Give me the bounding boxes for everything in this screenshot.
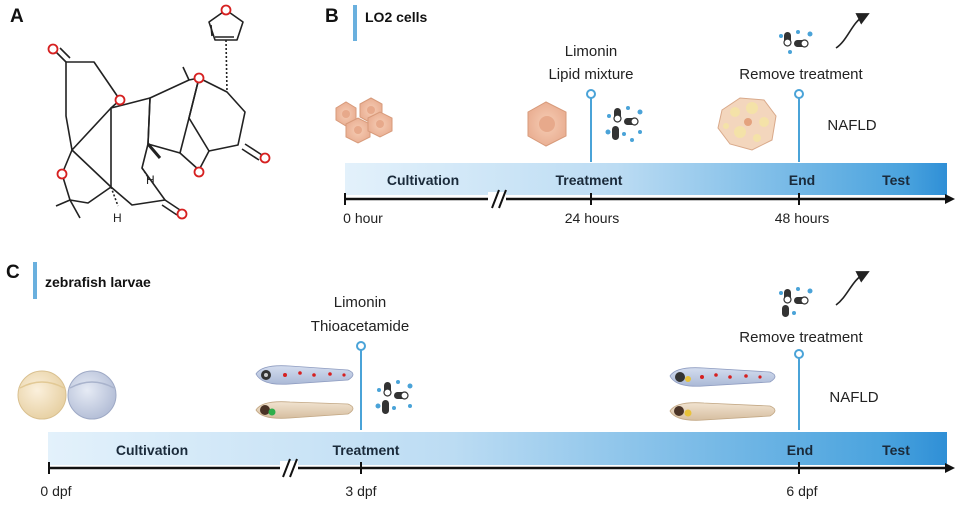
panel-c-tick-label-6: 6 dpf <box>786 483 817 499</box>
limonin-structure <box>55 9 263 219</box>
oxygen-atoms <box>47 4 271 220</box>
drug-capsules-icon-treatment-c <box>375 380 413 414</box>
panel-c-treatment-line2: Thioacetamide <box>311 318 409 335</box>
panel-b-stage-end: End <box>789 172 815 188</box>
panel-c-timeline-band <box>48 432 947 465</box>
curved-arrow-icon <box>835 13 870 49</box>
panel-b-remove-label: Remove treatment <box>739 66 863 83</box>
panel-b-tick-label-0: 0 hour <box>343 210 383 226</box>
panel-c-tick-label-0: 0 dpf <box>40 483 71 499</box>
fatty-cell-icon <box>717 97 777 151</box>
zebrafish-larva-icon-end <box>669 367 776 421</box>
panel-b-end-marker <box>794 89 804 99</box>
panel-c-treatment-marker <box>356 341 366 351</box>
panel-b-title: LO2 cells <box>365 9 427 25</box>
drug-capsules-icon-remove-b <box>779 30 813 54</box>
panel-b-tick-label-48: 48 hours <box>775 210 829 226</box>
panel-c-outcome: NAFLD <box>829 389 878 406</box>
panel-c-axis-break <box>280 458 298 478</box>
panel-b-stage-cultivation: Cultivation <box>387 172 459 188</box>
panel-b-treatment-line1: Limonin <box>565 43 618 60</box>
panel-c-title: zebrafish larvae <box>45 274 151 290</box>
panel-b-stage-test: Test <box>882 172 910 188</box>
panel-c-treatment-line1: Limonin <box>334 294 387 311</box>
curved-arrow-icon-c <box>835 271 870 306</box>
panel-c-stage-test: Test <box>882 442 910 458</box>
panel-c-tick-label-3: 3 dpf <box>345 483 376 499</box>
panel-b-tick-label-24: 24 hours <box>565 210 619 226</box>
hydrogen-label-1: H <box>146 173 155 187</box>
panel-c-label: C <box>6 262 20 283</box>
drug-capsules-icon <box>605 106 643 142</box>
panel-c-stage-end: End <box>787 442 813 458</box>
panel-b-outcome: NAFLD <box>827 117 876 134</box>
panel-b-treatment-marker <box>586 89 596 99</box>
panel-b-label: B <box>325 6 339 27</box>
panel-c-stage-treatment: Treatment <box>333 442 400 458</box>
embryo-icon <box>17 370 117 420</box>
panel-b-timeline-band <box>345 163 947 195</box>
panel-b-treatment-line2: Lipid mixture <box>548 66 633 83</box>
panel-b-axis-break <box>488 189 507 209</box>
panel-c-axis-arrow <box>945 463 955 473</box>
ring-c <box>147 77 200 154</box>
lactone-ring-d <box>188 77 246 152</box>
cell-cluster-icon <box>335 97 393 144</box>
hydrogen-label-2: H <box>113 211 122 225</box>
drug-capsules-icon-remove-c <box>779 287 813 317</box>
ring-ether <box>61 149 112 204</box>
enlarged-cell-icon <box>527 101 567 147</box>
panel-c-accent-bar <box>33 262 37 299</box>
ring-b <box>110 97 166 206</box>
panel-b-stage-treatment: Treatment <box>556 172 623 188</box>
ring-a-lactone <box>65 61 121 151</box>
panel-c-stage-cultivation: Cultivation <box>116 442 188 458</box>
panel-b-axis-arrow <box>945 194 955 204</box>
panel-a-label: A <box>10 6 24 27</box>
panel-c-remove-label: Remove treatment <box>739 329 863 346</box>
zebrafish-larva-icon <box>255 365 354 419</box>
panel-c-end-marker <box>794 349 804 359</box>
panel-b-accent-bar <box>353 5 357 41</box>
